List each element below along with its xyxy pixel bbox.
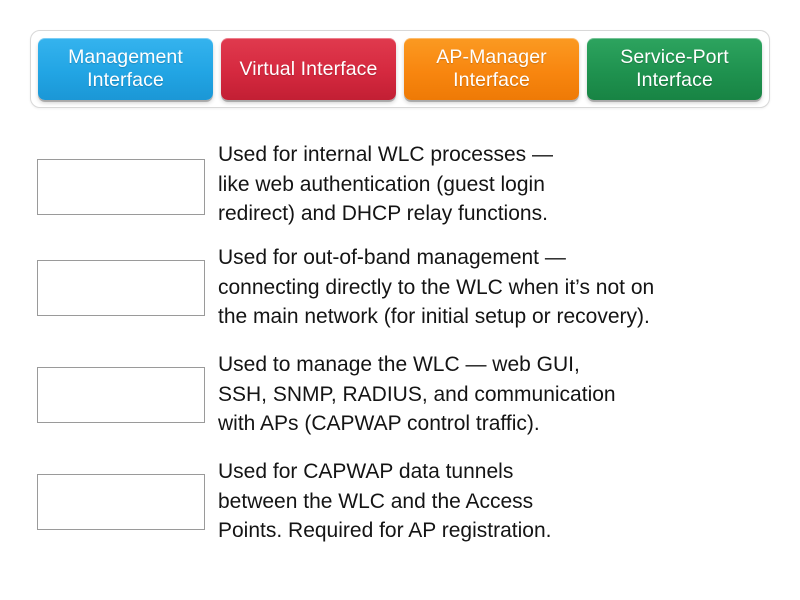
tile-label: Management Interface [68,46,183,91]
tile-virtual-interface[interactable]: Virtual Interface [221,38,396,100]
tile-service-port-interface[interactable]: Service-Port Interface [587,38,762,100]
tile-label: Service-Port Interface [620,46,729,91]
dropzone-slot[interactable] [37,474,205,530]
row-description: Used for CAPWAP data tunnels between the… [218,460,552,542]
dropzone-slot[interactable] [37,367,205,423]
answer-tile-tray: Management Interface Virtual Interface A… [30,30,770,108]
row-description: Used to manage the WLC — web GUI, SSH, S… [218,353,616,435]
match-row: Used for internal WLC processes — like w… [0,128,800,235]
match-row: Used to manage the WLC — web GUI, SSH, S… [0,342,800,449]
tile-ap-manager-interface[interactable]: AP-Manager Interface [404,38,579,100]
dropzone-slot[interactable] [37,159,205,215]
row-description: Used for out-of-band management — connec… [218,246,655,328]
tile-management-interface[interactable]: Management Interface [38,38,213,100]
tile-label: AP-Manager Interface [436,46,547,91]
match-row: Used for CAPWAP data tunnels between the… [0,449,800,556]
matching-rows: Used for internal WLC processes — like w… [0,128,800,556]
tile-label: Virtual Interface [239,57,378,80]
row-description: Used for internal WLC processes — like w… [218,143,553,225]
dropzone-slot[interactable] [37,260,205,316]
match-row: Used for out-of-band management — connec… [0,235,800,342]
